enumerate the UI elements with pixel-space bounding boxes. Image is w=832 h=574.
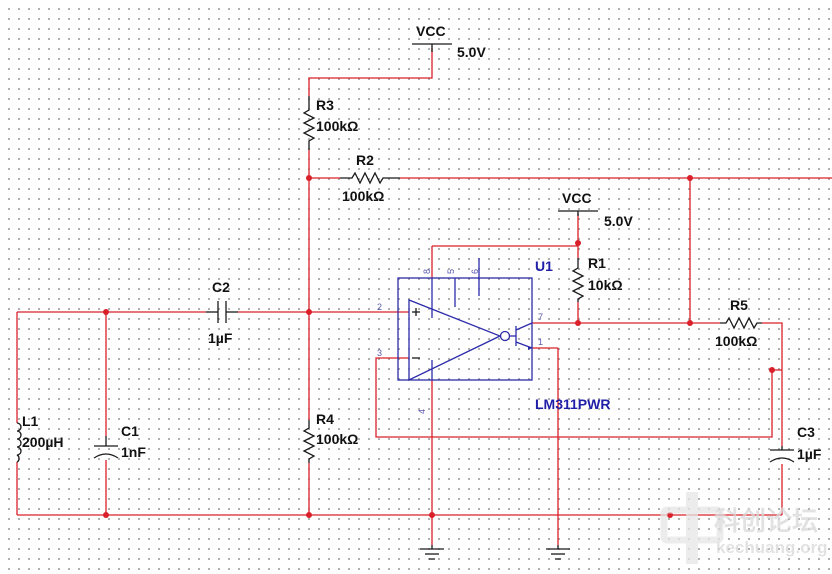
r5-name: R5 [730, 297, 748, 313]
watermark-url: kechuang.org [716, 538, 827, 557]
resistor-r4[interactable]: R4 100kΩ [302, 411, 358, 463]
vcc-top-symbol[interactable]: VCC 5.0V [412, 23, 486, 60]
l1-name: L1 [22, 413, 39, 429]
r3-value: 100kΩ [316, 118, 358, 134]
resistor-r3[interactable]: R3 100kΩ [302, 96, 358, 150]
junction-dot [306, 175, 312, 181]
r3-name: R3 [316, 97, 334, 113]
junction-dot [769, 367, 775, 373]
pin-7-label: 7 [538, 312, 543, 322]
watermark: 科创论坛 kechuang.org [660, 492, 827, 564]
u1-name: U1 [535, 258, 553, 274]
pin-5-label: 5 [446, 269, 456, 274]
watermark-brand: 科创论坛 [714, 506, 818, 536]
resistor-r2[interactable]: R2 100kΩ [340, 152, 400, 204]
c1-name: C1 [121, 423, 139, 439]
junction-dot [687, 320, 693, 326]
resistor-r1[interactable]: R1 10kΩ [571, 255, 623, 302]
c2-name: C2 [212, 279, 230, 295]
vcc-top-label: VCC [416, 23, 446, 39]
vcc-top-voltage: 5.0V [457, 44, 486, 60]
u1-part: LM311PWR [535, 396, 610, 412]
inductor-l1[interactable]: L1 200µH [14, 413, 64, 463]
r1-name: R1 [588, 255, 606, 271]
ground-symbol-left[interactable] [420, 545, 444, 560]
pin-3-label: 3 [377, 348, 382, 358]
wires [16, 48, 832, 545]
junction-dot [687, 175, 693, 181]
vcc-r1-label: VCC [562, 190, 592, 206]
junction-dots [103, 175, 775, 518]
capacitor-c2[interactable]: C2 1µF [206, 279, 238, 346]
pin-6-label: 6 [470, 269, 480, 274]
capacitor-c1[interactable]: C1 1nF [93, 423, 146, 460]
c1-value: 1nF [121, 444, 146, 460]
junction-dot [306, 309, 312, 315]
l1-value: 200µH [22, 434, 64, 450]
resistor-r5[interactable]: R5 100kΩ [715, 297, 762, 349]
ic-u1-lm311[interactable]: 8 5 6 2 3 7 1 4 U1 LM311PWR [377, 258, 610, 414]
pin-8-label: 8 [422, 269, 432, 274]
c3-name: C3 [797, 424, 815, 440]
junction-dot [103, 309, 109, 315]
ground-symbol-right[interactable] [546, 545, 570, 560]
r1-value: 10kΩ [588, 277, 623, 293]
junction-dot [103, 512, 109, 518]
c2-value: 1µF [208, 330, 233, 346]
vcc-r1-symbol[interactable]: VCC 5.0V [558, 190, 633, 229]
junction-dot [575, 240, 581, 246]
junction-dot [429, 512, 435, 518]
c3-value: 1µF [797, 446, 822, 462]
junction-dot [575, 320, 581, 326]
r5-value: 100kΩ [715, 333, 757, 349]
vcc-r1-voltage: 5.0V [604, 213, 633, 229]
kechuang-logo-icon [660, 492, 724, 564]
r4-name: R4 [316, 411, 334, 427]
r4-value: 100kΩ [316, 431, 358, 447]
junction-dot [306, 512, 312, 518]
pin-1-label: 1 [538, 337, 543, 347]
r2-value: 100kΩ [342, 188, 384, 204]
capacitor-c3[interactable]: C3 1µF [769, 424, 822, 463]
pin-2-label: 2 [377, 302, 382, 312]
r2-name: R2 [356, 152, 374, 168]
pin-4-label: 4 [417, 409, 427, 414]
